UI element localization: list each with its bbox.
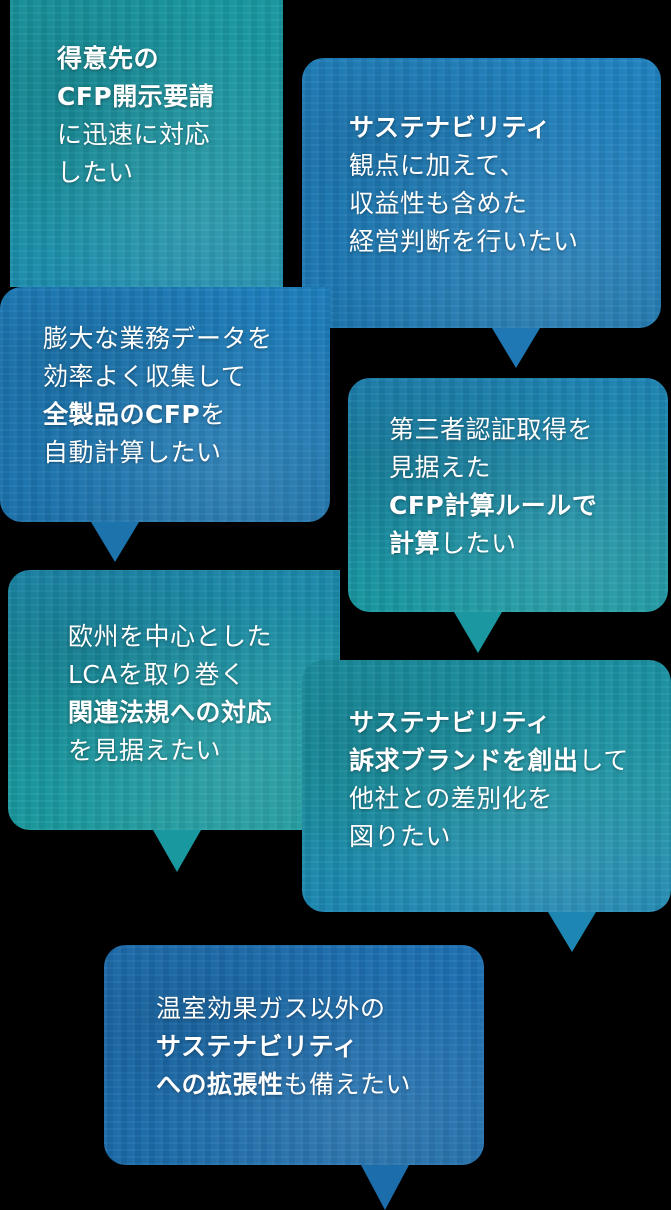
- bubble-segment: したい: [440, 529, 517, 558]
- bubble-text: サステナビリティ 観点に加えて、 収益性も含めた 経営判断を行いたい: [349, 109, 579, 261]
- bubble-line: CFP開示要請: [57, 82, 215, 111]
- city-background-image: [348, 378, 668, 612]
- bubble-text: サステナビリティ 訴求ブランドを創出して 他社との差別化を 図りたい: [349, 704, 629, 856]
- bubble-segment: して: [578, 746, 629, 775]
- bubble-emphasis: 訴求ブランドを創出: [349, 746, 579, 775]
- bubble-emphasis: 全製品のCFP: [43, 400, 201, 429]
- bubble-line: サステナビリティ: [349, 113, 552, 142]
- speech-bubble-third-party-certification: 第三者認証取得を 見据えた CFP計算ルールで 計算したい: [348, 378, 668, 653]
- bubble-line: 全製品のCFPを: [43, 396, 273, 434]
- bubble-line: 関連法規への対応: [68, 698, 273, 727]
- bubble-emphasis: 計算: [389, 529, 441, 558]
- bubble-text: 第三者認証取得を 見据えた CFP計算ルールで 計算したい: [389, 411, 597, 563]
- bubble-text: 膨大な業務データを 効率よく収集して 全製品のCFPを 自動計算したい: [43, 320, 273, 472]
- bubble-line: したい: [57, 158, 134, 187]
- bubble-tail: [361, 1165, 409, 1210]
- city-background-image: [104, 945, 484, 1165]
- speech-bubble-brand-differentiation: サステナビリティ 訴求ブランドを創出して 他社との差別化を 図りたい: [302, 660, 671, 952]
- bubble-text: 欧州を中心とした LCAを取り巻く 関連法規への対応 を見据えたい: [68, 618, 272, 770]
- bubble-tail: [91, 522, 139, 562]
- bubble-tail: [548, 912, 596, 952]
- bubble-line: 収益性も含めた: [349, 189, 528, 218]
- bubble-line: LCAを取り巻く: [68, 660, 246, 689]
- bubble-line: 欧州を中心とした: [68, 622, 273, 651]
- bubble-tail: [153, 830, 201, 872]
- bubble-line: CFP計算ルールで: [389, 491, 598, 520]
- bubble-segment: を: [200, 400, 226, 429]
- bubble-line: サステナビリティ: [156, 1032, 359, 1061]
- bubble-line: への拡張性も備えたい: [156, 1066, 411, 1104]
- bubble-line: 訴求ブランドを創出して: [349, 742, 629, 780]
- bubble-line: 見据えた: [389, 453, 492, 482]
- city-background-image: [10, 0, 283, 287]
- bubble-line: に迅速に対応: [57, 120, 211, 149]
- city-background-image: [0, 287, 330, 522]
- speech-bubble-regulations: 欧州を中心とした LCAを取り巻く 関連法規への対応 を見据えたい: [8, 570, 340, 872]
- bubble-line: 効率よく収集して: [43, 362, 247, 391]
- speech-bubble-extensibility: 温室効果ガス以外の サステナビリティ への拡張性も備えたい: [104, 945, 484, 1210]
- bubble-segment: も備えたい: [283, 1070, 412, 1099]
- bubble-line: 経営判断を行いたい: [349, 227, 579, 256]
- speech-bubble-management-decision: サステナビリティ 観点に加えて、 収益性も含めた 経営判断を行いたい: [302, 58, 661, 368]
- bubble-line: 自動計算したい: [43, 438, 222, 467]
- bubble-text: 得意先の CFP開示要請 に迅速に対応 したい: [57, 40, 214, 192]
- bubble-emphasis: への拡張性: [156, 1070, 284, 1099]
- bubble-line: 温室効果ガス以外の: [156, 994, 386, 1023]
- speech-bubble-cfp-disclosure: 得意先の CFP開示要請 に迅速に対応 したい: [10, 0, 283, 287]
- bubble-line: 膨大な業務データを: [43, 324, 273, 353]
- bubble-text: 温室効果ガス以外の サステナビリティ への拡張性も備えたい: [156, 990, 411, 1104]
- bubble-line: 他社との差別化を: [349, 784, 553, 813]
- city-background-image: [302, 58, 661, 328]
- bubble-line: 得意先の: [57, 44, 160, 73]
- bubble-tail: [454, 612, 502, 653]
- speech-bubble-auto-calculation: 膨大な業務データを 効率よく収集して 全製品のCFPを 自動計算したい: [0, 287, 330, 562]
- bubble-line: 図りたい: [349, 822, 452, 851]
- bubble-line: を見据えたい: [68, 736, 222, 765]
- bubble-tail: [492, 328, 540, 368]
- bubble-line: 計算したい: [389, 525, 597, 563]
- bubble-line: サステナビリティ: [349, 708, 552, 737]
- bubble-line: 第三者認証取得を: [389, 415, 594, 444]
- bubble-line: 観点に加えて、: [349, 151, 526, 180]
- city-background-image: [8, 570, 340, 830]
- city-background-image: [302, 660, 671, 912]
